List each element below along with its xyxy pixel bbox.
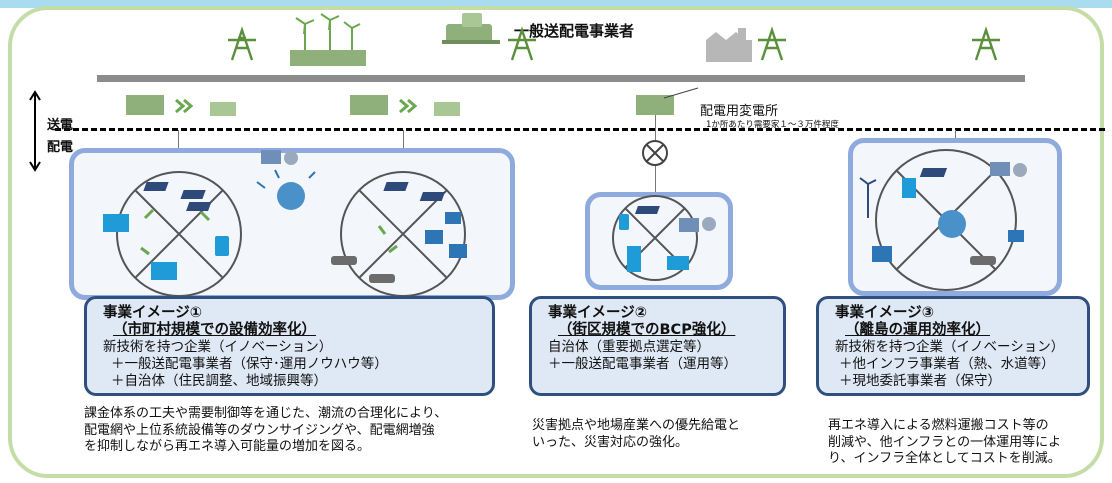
substation-label: 配電用変電所 <box>700 104 779 119</box>
card-subheading: （街区規模でのBCP強化） <box>558 322 736 338</box>
card-line: ＋一般送配電事業者（保守･運用ノウハウ等） <box>111 356 388 372</box>
network-cloud-icon <box>938 210 966 238</box>
tower-icon <box>972 26 1000 61</box>
factory-icon <box>902 178 916 198</box>
description-line: 配電網や上位系統設備等のダウンサイジングや、配電網増強 <box>84 422 435 438</box>
solar-panel-icons <box>143 182 445 211</box>
top-band <box>0 0 1112 8</box>
card-subheading: （離島の運用効率化） <box>845 322 990 338</box>
description-line: を抑制しながら再エネ導入可能量の増加を図る。 <box>84 439 371 454</box>
utility-building-icon <box>442 13 500 44</box>
wind-farm-icon <box>290 13 366 66</box>
business-card-3: 事業イメージ③ （離島の運用効率化） 新技術を持つ企業（イノベーション） ＋他イ… <box>816 296 1090 396</box>
tower-icon <box>758 26 786 61</box>
operator-icon <box>679 217 716 232</box>
card-line: 自治体（重要拠点選定等） <box>548 339 710 355</box>
card-heading: 事業イメージ② <box>548 305 647 321</box>
card-line: ＋現地委託事業者（保守） <box>839 373 1001 389</box>
utility-title: 一般送配電事業者 <box>514 22 635 40</box>
panel-island-graphic <box>859 149 1027 291</box>
house-icons <box>872 230 1024 262</box>
flow-arrow-icons <box>140 208 398 256</box>
ev-car-icon <box>970 256 996 265</box>
card-line: ＋自治体（住民調整、地域振興等） <box>111 373 327 389</box>
description-line: 再エネ導入による燃料運搬コスト等の <box>828 418 1049 433</box>
tower-icon <box>508 26 536 61</box>
tower-icon <box>228 26 256 61</box>
description-line: 削減や、他インフラとの一体運用等によ <box>828 434 1062 450</box>
business-card-1: 事業イメージ① （市町村規模での設備効率化） 新技術を持つ企業（イノベーション）… <box>84 296 495 396</box>
feeder-line <box>178 130 179 160</box>
feeder-line <box>403 130 404 160</box>
operator-icon <box>261 150 298 165</box>
card-subheading: （市町村規模での設備効率化） <box>113 322 316 338</box>
description-line: 災害拠点や地場産業への優先給電と <box>532 418 741 433</box>
transmission-bus <box>97 75 1025 82</box>
description-2: 災害拠点や地場産業への優先給電と いった、災害対応の強化。 <box>532 418 740 451</box>
wind-turbine-icon <box>859 177 877 218</box>
description-line: いった、災害対応の強化。 <box>532 434 689 450</box>
card-line: 新技術を持つ企業（イノベーション） <box>835 339 1065 355</box>
house-icons <box>425 212 467 258</box>
network-cloud-icon <box>256 169 316 210</box>
business-card-2: 事業イメージ② （街区規模でのBCP強化） 自治体（重要拠点選定等） ＋一般送配… <box>529 296 786 396</box>
description-line: 課金体系の工夫や需要制御等を通じた、潮流の合理化により、 <box>84 406 448 421</box>
ev-car-icons <box>331 256 395 283</box>
factory-icons <box>103 214 229 280</box>
card-heading: 事業イメージ③ <box>835 305 934 321</box>
layer-top-label: 送電 <box>47 118 74 133</box>
operator-icon <box>990 162 1027 177</box>
building-icons <box>619 214 689 272</box>
panel-municipal-graphic <box>103 150 467 297</box>
description-3: 再エネ導入による燃料運搬コスト等の 削減や、他インフラとの一体運用等によ り、イ… <box>828 418 1061 468</box>
card-line: ＋一般送配電事業者（運用等） <box>548 356 737 372</box>
substation-icons <box>126 95 674 116</box>
card-line: 新技術を持つ企業（イノベーション） <box>103 339 333 355</box>
description-1: 課金体系の工夫や需要制御等を通じた、潮流の合理化により、 配電網や上位系統設備等… <box>84 406 447 456</box>
diagram-frame <box>8 6 1104 478</box>
layer-bottom-label: 配電 <box>47 140 74 155</box>
card-heading: 事業イメージ① <box>103 305 202 321</box>
boundary-dashed-line <box>55 128 1105 131</box>
transmission-towers <box>126 13 1000 116</box>
panel-district-graphic <box>612 195 716 281</box>
switch-icon <box>642 140 668 166</box>
substation-note: 1か所あたり需要家１～３万件程度 <box>706 120 839 130</box>
double-arrow-icon <box>29 90 41 172</box>
description-line: り、インフラ全体としてコストを削減。 <box>828 451 1061 466</box>
factory-icon <box>706 28 752 62</box>
card-line: ＋他インフラ事業者（熱、水道等） <box>839 356 1055 372</box>
